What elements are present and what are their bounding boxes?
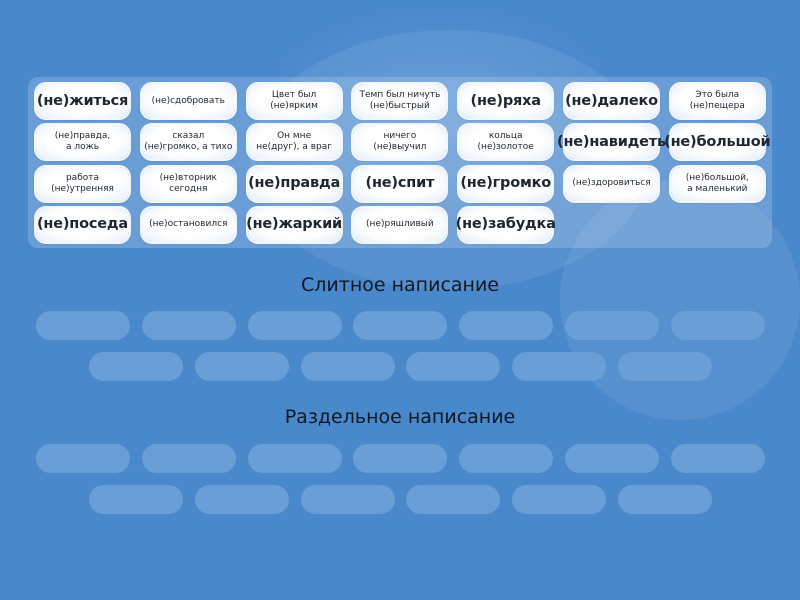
drop-slot-merged[interactable] — [618, 352, 712, 381]
word-tile[interactable]: (не)поседа — [36, 207, 129, 242]
drop-slot-merged[interactable] — [247, 311, 342, 340]
drop-slot-separate[interactable] — [247, 444, 342, 473]
drop-slot-separate[interactable] — [300, 485, 395, 514]
drop-slot-separate[interactable] — [141, 444, 236, 473]
word-tile[interactable]: кольца (не)золотое — [459, 125, 553, 160]
word-tile[interactable]: Это была (не)пещера — [670, 84, 764, 118]
drop-slot-separate[interactable] — [670, 444, 765, 473]
word-tile[interactable]: (не)остановился — [141, 207, 235, 242]
drop-slot-separate[interactable] — [618, 485, 712, 514]
drop-slot-merged[interactable] — [89, 352, 183, 381]
word-tile[interactable]: (не)здоровиться — [565, 166, 658, 201]
drop-slot-separate[interactable] — [459, 444, 554, 473]
drop-slot-separate[interactable] — [353, 444, 448, 473]
drop-slot-separate[interactable] — [194, 485, 289, 514]
drop-slot-merged[interactable] — [406, 352, 501, 381]
group-title-merged: Слитное написание — [301, 274, 499, 296]
word-tile[interactable]: сказал (не)громко, а тихо — [141, 125, 235, 160]
word-tile[interactable]: ничего (не)выучил — [353, 125, 447, 160]
word-tile[interactable]: (не)навидеть — [557, 125, 666, 160]
word-tile[interactable]: (не)вторник сегодня — [141, 166, 235, 201]
drop-slot-merged[interactable] — [141, 311, 236, 340]
drop-slot-merged[interactable] — [300, 352, 395, 381]
word-tile[interactable]: Цвет был (не)ярким — [247, 84, 341, 118]
drop-slot-separate[interactable] — [36, 444, 130, 473]
drop-slot-merged[interactable] — [512, 352, 607, 381]
word-tile[interactable]: (не)житься — [36, 84, 129, 118]
drop-slot-merged[interactable] — [670, 311, 765, 340]
drop-slot-merged[interactable] — [353, 311, 448, 340]
word-tile[interactable]: (не)большой — [664, 125, 771, 160]
group-title-separate: Раздельное написание — [284, 406, 516, 428]
word-tile[interactable]: (не)правда — [247, 166, 341, 201]
drop-slot-merged[interactable] — [194, 352, 289, 381]
drop-slot-separate[interactable] — [89, 485, 183, 514]
word-tile[interactable]: (не)жаркий — [246, 207, 342, 242]
drop-slot-separate[interactable] — [512, 485, 607, 514]
word-tile[interactable]: (не)сдобровать — [141, 84, 235, 118]
drop-slot-separate[interactable] — [406, 485, 501, 514]
word-tile[interactable]: Он мне не(друг), а враг — [247, 125, 341, 160]
word-tile[interactable]: (не)спит — [353, 166, 447, 201]
word-tile[interactable]: (не)ряшливый — [353, 207, 447, 242]
background-cloud — [250, 30, 650, 290]
word-tile[interactable]: работа (не)утренняя — [36, 166, 129, 201]
word-tile[interactable]: (не)громко — [459, 166, 553, 201]
drop-slot-separate[interactable] — [565, 444, 659, 473]
drop-slot-merged[interactable] — [36, 311, 130, 340]
drop-slot-merged[interactable] — [565, 311, 659, 340]
word-tile[interactable]: (не)большой, а маленький — [670, 166, 764, 201]
word-tile[interactable]: Темп был ничуть (не)быстрый — [353, 84, 447, 118]
word-tile[interactable]: (не)забудка — [456, 207, 556, 242]
word-tile[interactable]: (не)далеко — [565, 84, 658, 118]
word-tile[interactable]: (не)правда, а ложь — [36, 125, 129, 160]
drop-slot-merged[interactable] — [459, 311, 554, 340]
word-tile[interactable]: (не)ряха — [459, 84, 553, 118]
